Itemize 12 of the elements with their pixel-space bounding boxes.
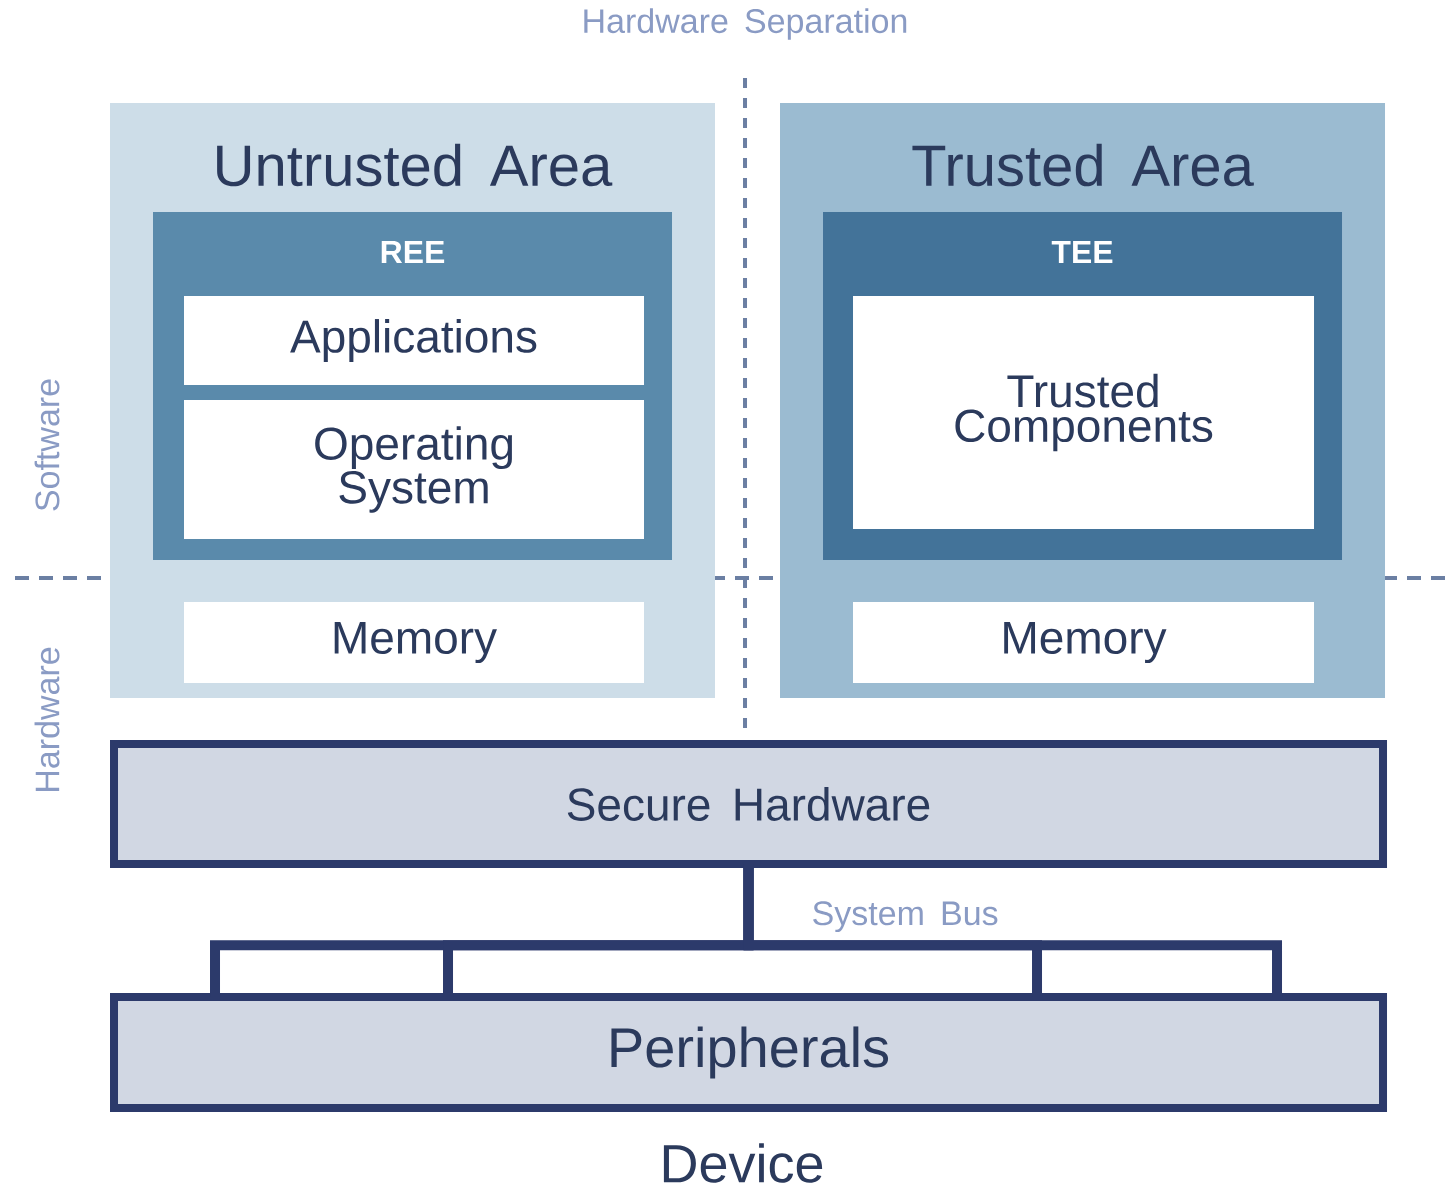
memory-box: Memory	[853, 602, 1314, 683]
separation-label: Hardware Separation	[584, 8, 907, 40]
edge-label: System Bus	[813, 901, 998, 933]
hardware-box: Secure Hardware	[110, 740, 1387, 868]
layer-label: Hardware	[34, 647, 60, 791]
component-box: Operating System	[184, 400, 644, 539]
component-box: Trusted Components	[853, 296, 1314, 529]
memory-box: Memory	[184, 602, 644, 683]
layer-label: Software	[34, 379, 60, 511]
component-box: Applications	[184, 296, 644, 385]
peripherals-box: Peripherals	[110, 993, 1387, 1112]
caption: Device	[663, 1143, 823, 1183]
